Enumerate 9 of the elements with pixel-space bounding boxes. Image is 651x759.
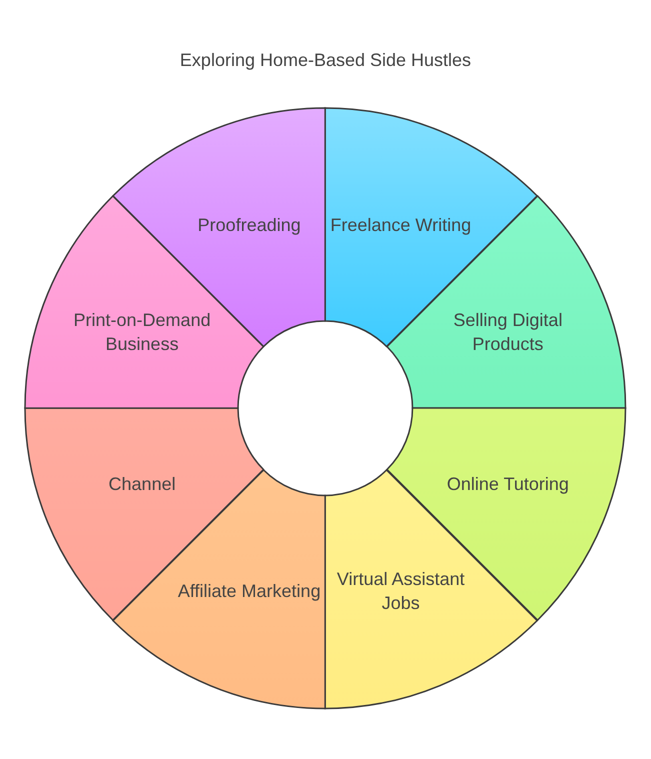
segment-label: Online Tutoring: [446, 472, 570, 496]
segment-label: Proofreading: [196, 214, 302, 238]
diagram-title: Exploring Home-Based Side Hustles: [178, 50, 472, 71]
segment-label: Channel: [108, 472, 177, 496]
segment-label: Print-on-Demand Business: [72, 309, 212, 356]
segment-label: Selling Digital Products: [452, 309, 564, 356]
segment-label: Virtual Assistant Jobs: [336, 568, 466, 615]
segment-label: Affiliate Marketing: [176, 580, 322, 603]
segment-label: Freelance Writing: [329, 214, 472, 238]
